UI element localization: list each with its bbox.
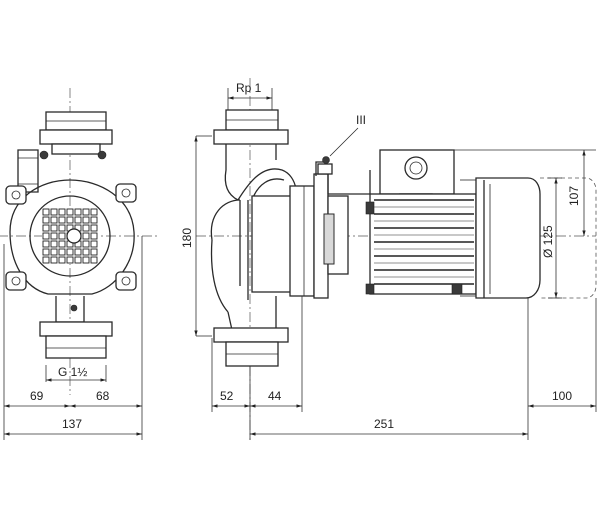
dim-180: 180 [180, 228, 194, 248]
grille-cell [90, 240, 98, 248]
dim-69: 69 [30, 389, 44, 403]
grille-cell [90, 232, 98, 240]
dim-44: 44 [268, 389, 282, 403]
grille-cell [50, 232, 58, 240]
grille-cell [50, 256, 58, 264]
grille-cell [42, 240, 50, 248]
grille-cell [42, 216, 50, 224]
dim-68: 68 [96, 389, 110, 403]
grille-cell [82, 248, 90, 256]
grille-cell [74, 256, 82, 264]
grille-cell [42, 256, 50, 264]
grille-cell [82, 216, 90, 224]
grille-cell [90, 216, 98, 224]
grille-cell [74, 208, 82, 216]
grille-cell [74, 248, 82, 256]
grille-cell [42, 224, 50, 232]
dim-100: 100 [552, 389, 572, 403]
grille-cell [58, 208, 66, 216]
dim-107: 107 [567, 186, 581, 206]
grille-cell [58, 224, 66, 232]
grille-cell [90, 208, 98, 216]
grille-cell [50, 248, 58, 256]
thread-label: G 1½ [58, 365, 87, 379]
dim-dia-125: Ø 125 [541, 225, 555, 258]
dim-52: 52 [220, 389, 234, 403]
grille-cell [50, 240, 58, 248]
grille-cell [42, 248, 50, 256]
grille-cell [58, 232, 66, 240]
grille-cell [66, 248, 74, 256]
grille-cell [50, 208, 58, 216]
grille-cell [42, 208, 50, 216]
dim-251: 251 [374, 417, 394, 431]
front-view: G 1½ 69 68 137 [0, 88, 160, 440]
grille-cell [90, 256, 98, 264]
side-view: Rp 1 III [180, 78, 597, 440]
rp-label: Rp 1 [236, 81, 262, 95]
grille-cell [90, 224, 98, 232]
grille-cell [42, 232, 50, 240]
grille-cell [58, 248, 66, 256]
grille-cell [74, 216, 82, 224]
grille-cell [58, 240, 66, 248]
grille-cell [90, 248, 98, 256]
grille-cell [82, 232, 90, 240]
grille-cell [58, 256, 66, 264]
grille-cell [50, 224, 58, 232]
grille-cell [66, 208, 74, 216]
grille-cell [58, 216, 66, 224]
grille-cell [50, 216, 58, 224]
detail-label: III [356, 113, 366, 127]
grille-cell [82, 208, 90, 216]
grille-cell [66, 216, 74, 224]
dim-137: 137 [62, 417, 82, 431]
grille-cell [82, 240, 90, 248]
grille-cell [66, 256, 74, 264]
grille-cell [82, 224, 90, 232]
grille-cell [82, 256, 90, 264]
